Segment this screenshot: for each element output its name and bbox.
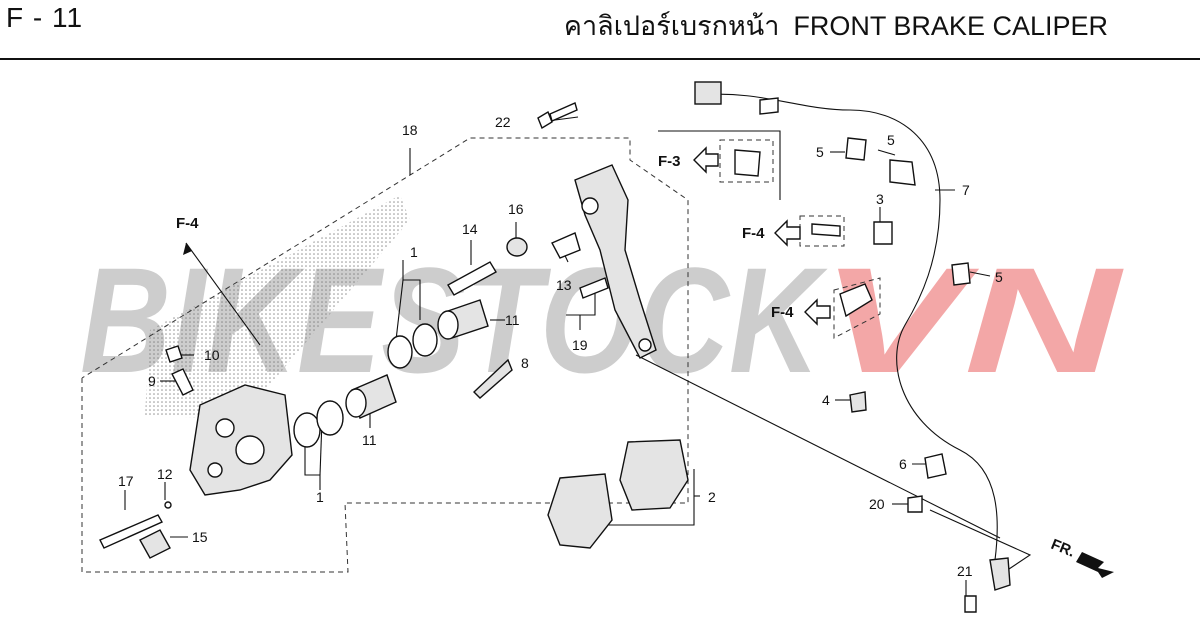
piston-lower: [345, 374, 397, 419]
pad-spring: [472, 358, 513, 399]
watermark-text-accent: VN: [820, 236, 1124, 404]
ref-arrow-f4-top: [183, 242, 261, 346]
page-title: คาลิเปอร์เบรกหน้า FRONT BRAKE CALIPER: [550, 4, 1108, 47]
boot-16: [506, 237, 528, 257]
ref-label-front: FR.: [1049, 536, 1078, 561]
callout-10: 10: [204, 347, 220, 363]
retainer-13: [551, 232, 581, 259]
callout-20: 20: [869, 496, 885, 512]
callout-16: 16: [508, 201, 524, 217]
ref-label-f4-low: F-4: [771, 304, 794, 321]
ref-label-f4-mid: F-4: [742, 225, 765, 242]
assembly-outline: [81, 137, 689, 573]
plug-15: [139, 501, 172, 559]
clip-box-f4-mid: [799, 215, 845, 247]
callout-2: 2: [708, 489, 716, 505]
ref-label-f3: F-3: [658, 153, 681, 170]
callout-13: 13: [556, 277, 572, 293]
callout-15: 15: [192, 529, 208, 545]
callout-14: 14: [462, 221, 478, 237]
brake-pads: [547, 439, 689, 549]
ref-arrow-f4-low: [804, 298, 831, 326]
callout-11-upper: 11: [505, 312, 520, 328]
callout-6: 6: [899, 456, 907, 472]
callout-3: 3: [876, 191, 884, 207]
pin-17: [99, 514, 163, 549]
bleeder: [165, 345, 194, 396]
caliper-bracket: [574, 164, 657, 359]
ref-label-f4-top: F-4: [176, 215, 199, 232]
clips: [734, 137, 977, 613]
callout-21: 21: [957, 563, 973, 579]
clip-box-f4-low: [833, 277, 881, 339]
callout-18: 18: [402, 122, 418, 138]
piston-upper: [437, 299, 489, 340]
callout-19: 19: [572, 337, 588, 353]
slide-pin: [447, 261, 497, 296]
callout-7: 7: [962, 182, 970, 198]
callout-22: 22: [495, 114, 511, 130]
callout-5-top: 5: [887, 132, 895, 148]
ref-arrow-f3: [693, 146, 719, 174]
callout-12: 12: [157, 466, 173, 482]
page-code: F - 11: [6, 2, 84, 33]
callout-11-lower: 11: [362, 432, 377, 448]
ref-arrow-f4-mid: [774, 219, 801, 247]
header-rule: [0, 58, 1200, 60]
callout-1-upper: 1: [410, 244, 418, 260]
callout-17: 17: [118, 473, 134, 489]
sensor-wire: [694, 81, 1011, 591]
callout-5-right: 5: [995, 269, 1003, 285]
piston-seals-upper: [387, 323, 438, 369]
page-title-english: FRONT BRAKE CALIPER: [793, 11, 1108, 41]
caliper-body: [189, 384, 293, 496]
callout-4: 4: [822, 392, 830, 408]
callout-8: 8: [521, 355, 529, 371]
f3-box: [658, 130, 781, 200]
clip-box-f3: [719, 139, 774, 183]
piston-seals-lower: [293, 400, 344, 448]
callout-1-lower: 1: [316, 489, 324, 505]
bolt-22: [537, 102, 578, 130]
stipple-area: [145, 195, 410, 420]
callout-5-left: 5: [816, 144, 824, 160]
front-arrow: [1076, 552, 1114, 578]
page-title-thai: คาลิเปอร์เบรกหน้า: [563, 11, 780, 41]
callout-9: 9: [148, 373, 156, 389]
